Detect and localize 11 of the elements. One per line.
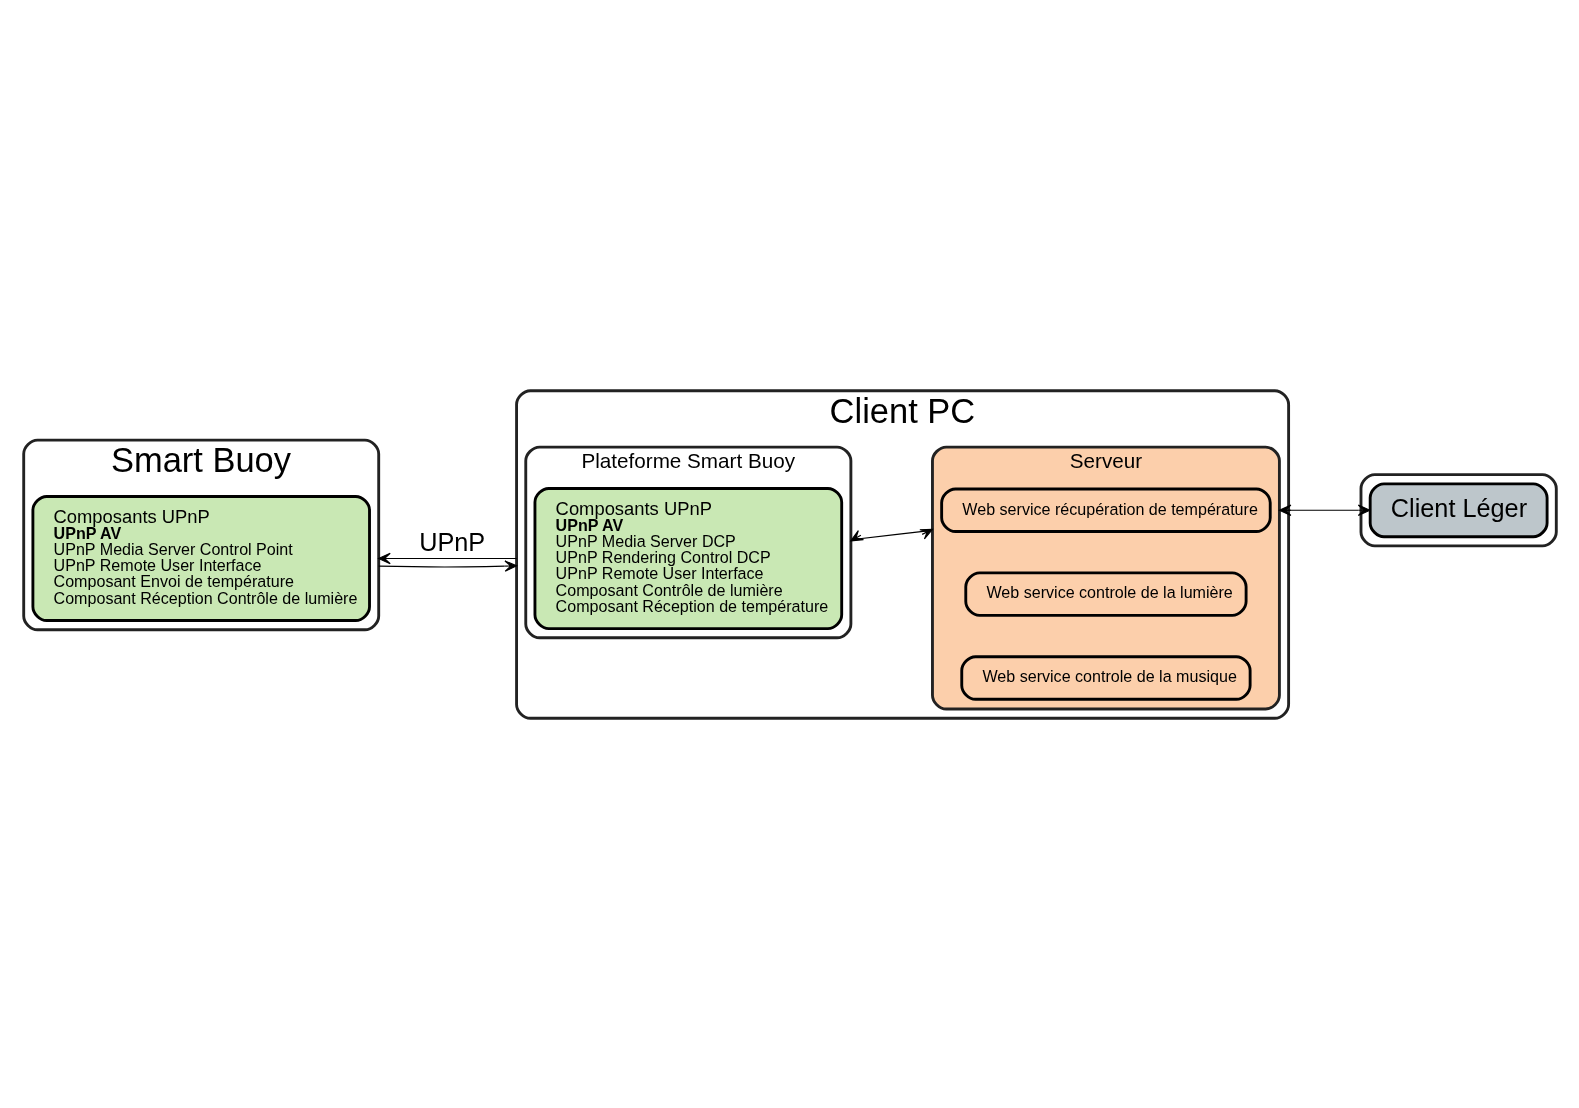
node-box: Composants UPnP UPnP AV UPnP Media Server Control Point UPnP Remote User Interface Composant Envoi de température Composant Réception Contrôle de lumière — [30, 494, 371, 622]
arrow — [849, 528, 933, 541]
arrow — [377, 559, 517, 572]
node-box: Web service controle de la lumière — [963, 570, 1248, 617]
node-box: Web service controle de la musique — [959, 654, 1252, 701]
node-box: Web service récupération de température — [939, 487, 1272, 533]
node-box: Composants UPnP UPnP AV UPnP Media Server DCP UPnP Rendering Control DCP UPnP Remote User Interface Composant Contrôle de lumière Composant Réception de température — [533, 486, 843, 630]
edge-label: UPnP — [418, 527, 485, 556]
arrow — [377, 552, 517, 564]
node-box: Client Léger — [1368, 481, 1549, 538]
arrow — [1278, 504, 1370, 516]
